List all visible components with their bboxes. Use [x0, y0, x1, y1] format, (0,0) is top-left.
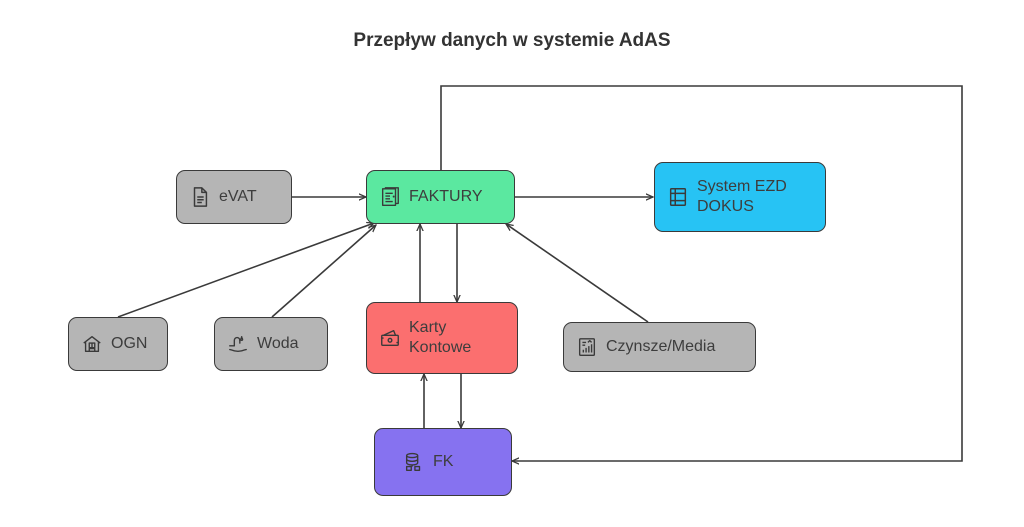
- node-karty-kontowe[interactable]: Karty Kontowe: [366, 302, 518, 374]
- node-ezd-line1: System EZD: [697, 178, 787, 195]
- edge-ogn-faktury: [117, 223, 374, 318]
- node-ezd-line2: DOKUS: [697, 198, 754, 215]
- node-woda-label: Woda: [257, 335, 299, 352]
- water-tap-icon: [227, 333, 249, 355]
- node-fk-label: FK: [433, 453, 454, 470]
- report-chart-icon: [576, 336, 598, 358]
- edge-faktury-fk-loop: [440, 85, 963, 461]
- node-faktury[interactable]: FAKTURY: [366, 170, 515, 224]
- node-czynsze-label: Czynsze/Media: [606, 338, 716, 355]
- ledger-icon: [667, 186, 689, 208]
- node-karty-text: Karty Kontowe: [409, 318, 471, 358]
- node-ogn[interactable]: OGN: [68, 317, 168, 371]
- node-evat[interactable]: eVAT: [176, 170, 292, 224]
- node-woda[interactable]: Woda: [214, 317, 328, 371]
- node-faktury-label: FAKTURY: [409, 188, 483, 205]
- node-ogn-label: OGN: [111, 335, 148, 352]
- document-icon: [189, 186, 211, 208]
- edge-woda-faktury: [271, 225, 376, 318]
- node-czynsze-media[interactable]: Czynsze/Media: [563, 322, 756, 372]
- node-system-ezd-dokus[interactable]: System EZD DOKUS: [654, 162, 826, 232]
- node-karty-line1: Karty: [409, 319, 447, 336]
- wallet-icon: [379, 327, 401, 349]
- node-fk[interactable]: FK: [374, 428, 512, 496]
- node-ezd-text: System EZD DOKUS: [697, 177, 787, 217]
- diagram-title: Przepływ danych w systemie AdAS: [353, 30, 671, 51]
- edge-czynsze-faktury: [506, 224, 649, 323]
- database-icon: [403, 451, 425, 473]
- node-karty-line2: Kontowe: [409, 339, 472, 356]
- building-icon: [81, 333, 103, 355]
- node-evat-label: eVAT: [219, 188, 257, 205]
- invoice-icon: [379, 186, 401, 208]
